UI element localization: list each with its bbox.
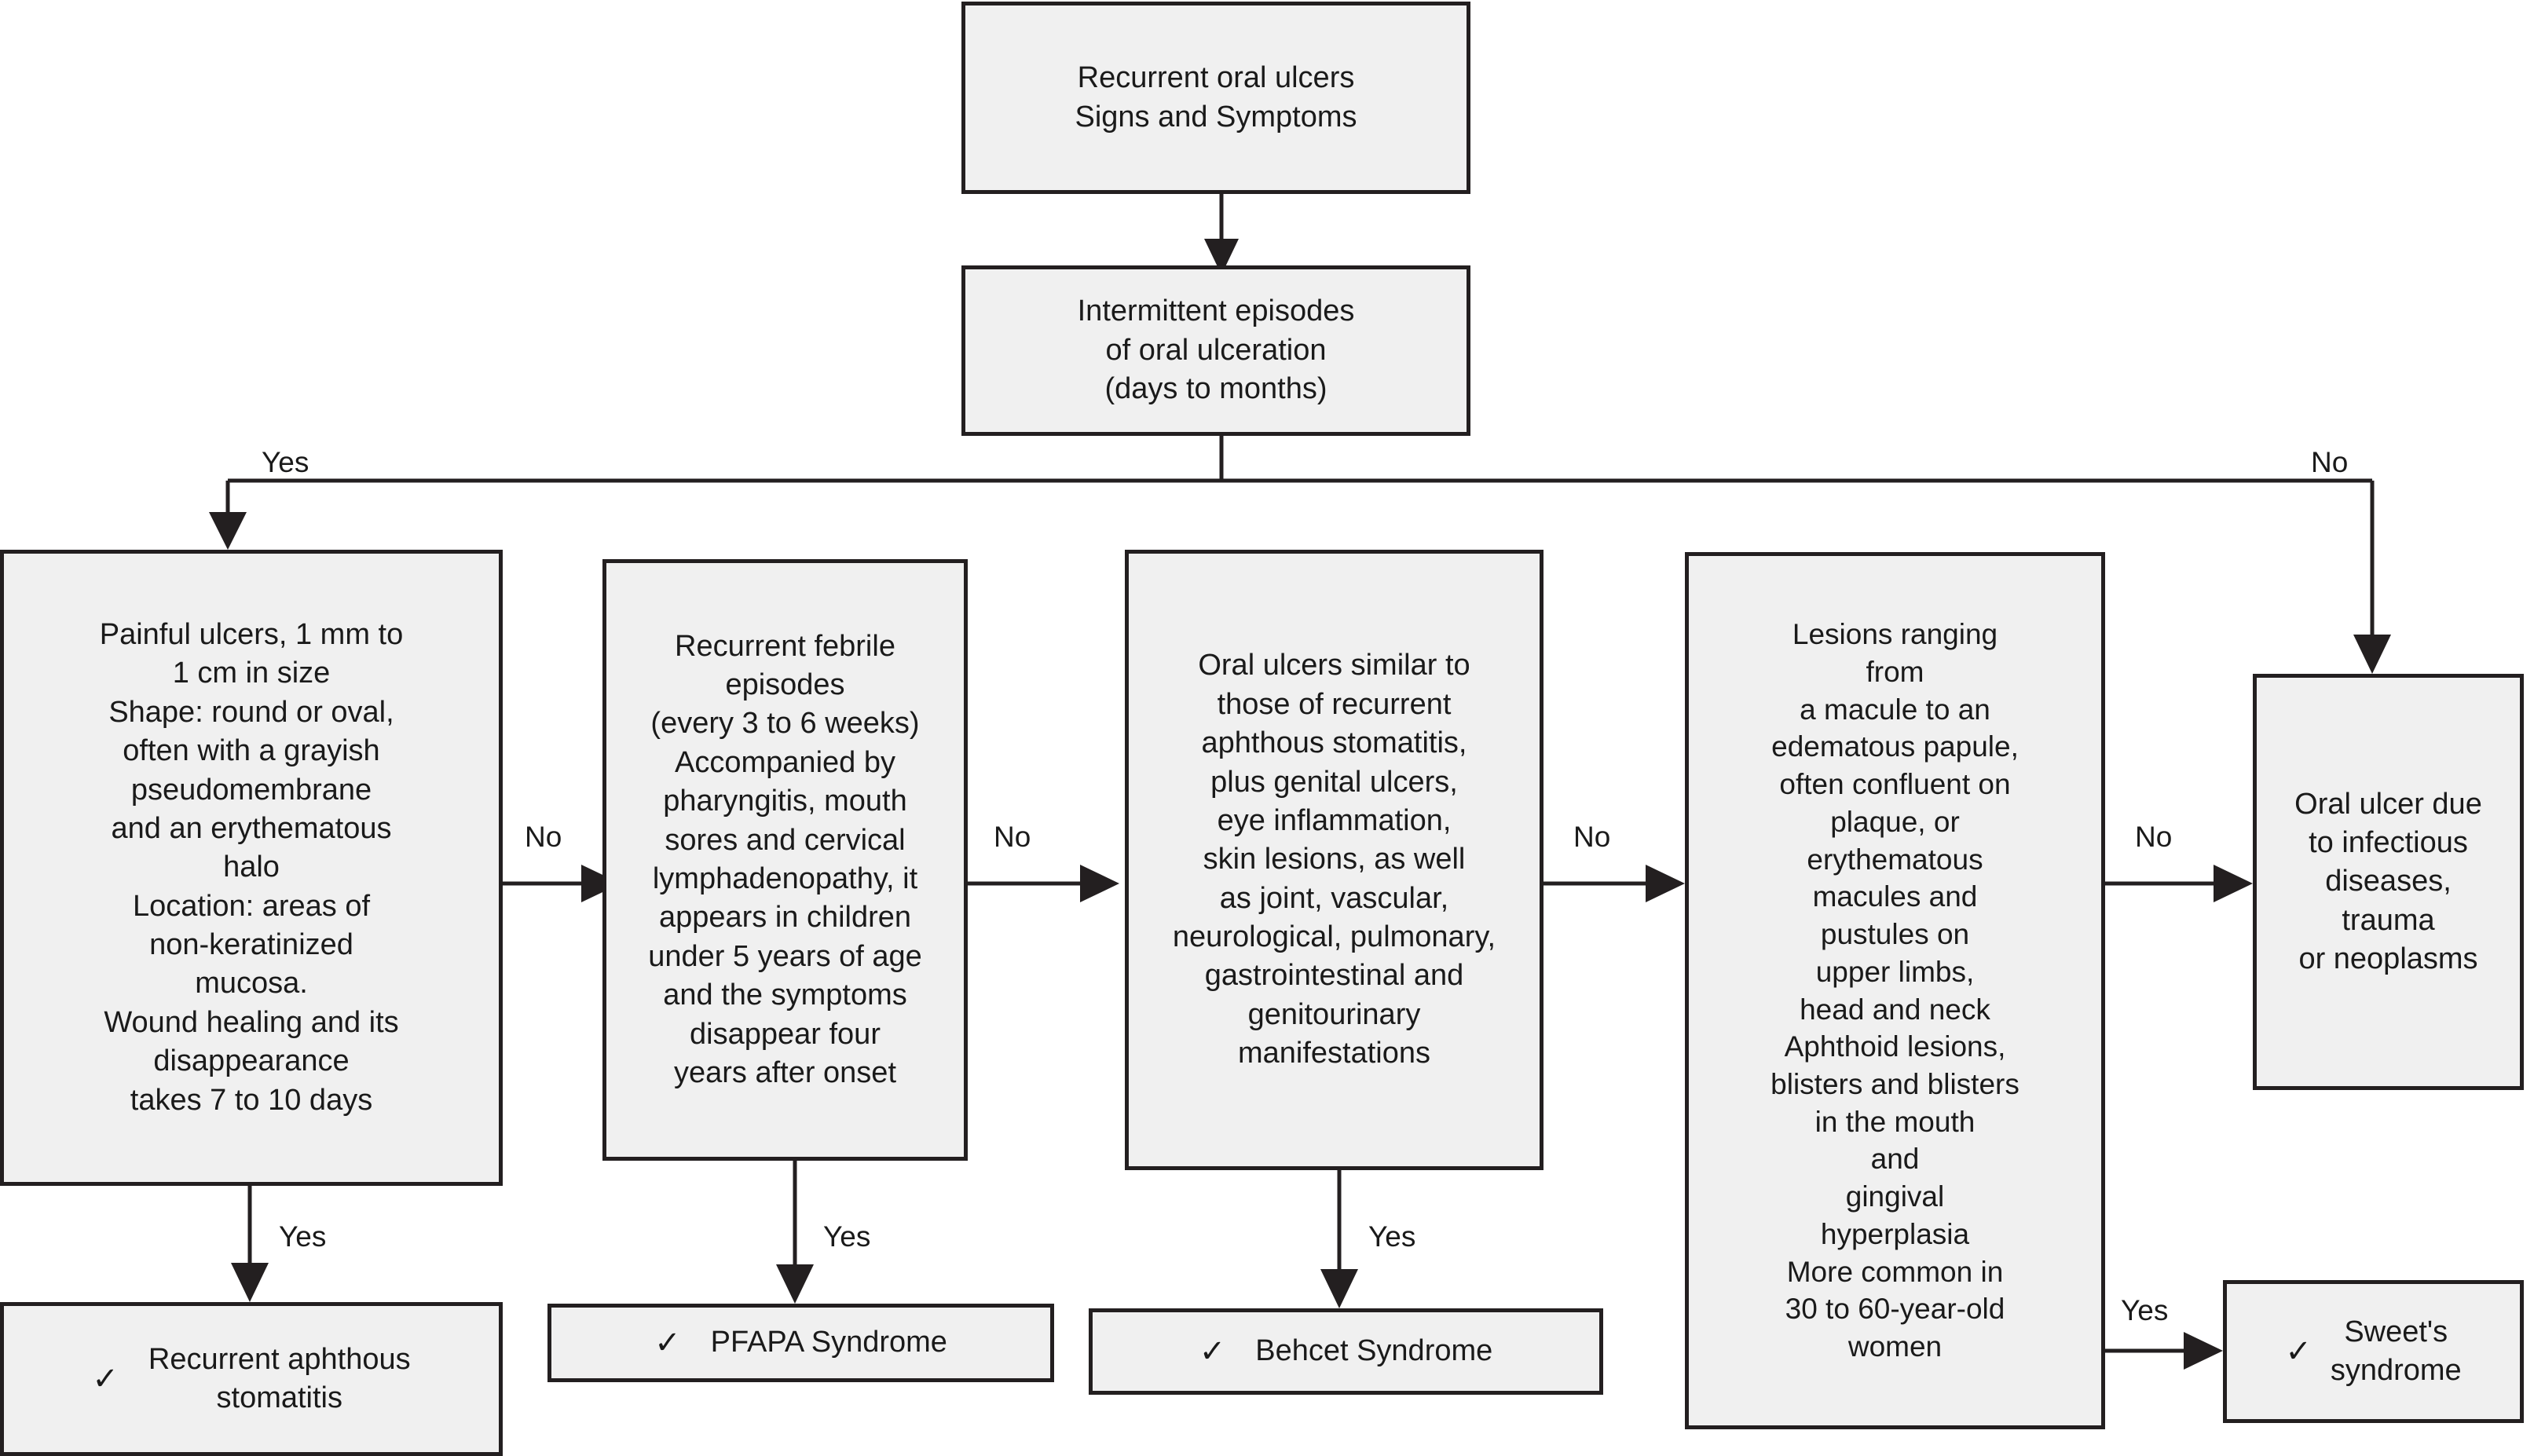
check-icon: ✓	[92, 1362, 119, 1396]
edge-label-yes-ras: Yes	[279, 1220, 327, 1253]
check-icon: ✓	[654, 1325, 681, 1360]
edge-label-branch-no: No	[2311, 446, 2349, 478]
node-sweets-criteria[interactable]: Lesions ranging from a macule to an edem…	[1685, 552, 2105, 1429]
arrowhead-no-4	[2214, 865, 2253, 902]
node-ras-criteria[interactable]: Painful ulcers, 1 mm to 1 cm in size Sha…	[0, 550, 503, 1186]
node-ras-result-text: Recurrent aphthous stomatitis	[148, 1342, 411, 1414]
node-pfapa-result[interactable]: ✓ PFAPA Syndrome	[547, 1304, 1054, 1382]
behcet-result-inner: ✓ Behcet Syndrome	[1104, 1332, 1588, 1370]
edge-label-branch-yes: Yes	[262, 446, 309, 478]
node-intermittent-episodes[interactable]: Intermittent episodes of oral ulceration…	[961, 265, 1470, 436]
edge-label-no-1: No	[525, 821, 562, 853]
ras-result-inner: ✓ Recurrent aphthous stomatitis	[15, 1341, 488, 1418]
node-behcet-result-text: Behcet Syndrome	[1255, 1334, 1493, 1368]
node-ras-result[interactable]: ✓ Recurrent aphthous stomatitis	[0, 1302, 503, 1456]
node-sweets-result[interactable]: ✓ Sweet's syndrome	[2223, 1280, 2524, 1423]
edge-label-yes-pfapa: Yes	[823, 1220, 871, 1253]
arrowhead-no-infectious	[2353, 635, 2391, 674]
arrowhead-no-2	[1080, 865, 1119, 902]
arrowhead-yes-pfapa-result	[776, 1264, 814, 1304]
node-ras-criteria-text: Painful ulcers, 1 mm to 1 cm in size Sha…	[99, 617, 404, 1117]
arrowhead-yes-behcet-result	[1320, 1269, 1358, 1308]
check-icon: ✓	[2285, 1334, 2312, 1369]
node-infectious[interactable]: Oral ulcer due to infectious diseases, t…	[2253, 674, 2524, 1090]
edge-label-yes-behcet: Yes	[1368, 1220, 1416, 1253]
node-start[interactable]: Recurrent oral ulcers Signs and Symptoms	[961, 2, 1470, 194]
node-pfapa-criteria-text: Recurrent febrile episodes (every 3 to 6…	[648, 629, 922, 1089]
node-behcet-criteria[interactable]: Oral ulcers similar to those of recurren…	[1125, 550, 1543, 1170]
node-behcet-result[interactable]: ✓ Behcet Syndrome	[1089, 1308, 1603, 1395]
node-sweets-result-text: Sweet's syndrome	[2330, 1315, 2462, 1387]
node-start-text: Recurrent oral ulcers Signs and Symptoms	[1075, 61, 1357, 134]
node-intermittent-episodes-text: Intermittent episodes of oral ulceration…	[1077, 294, 1355, 406]
arrowhead-no-3	[1646, 865, 1685, 902]
node-pfapa-criteria[interactable]: Recurrent febrile episodes (every 3 to 6…	[602, 559, 968, 1161]
pfapa-result-inner: ✓ PFAPA Syndrome	[562, 1323, 1039, 1362]
check-icon: ✓	[1199, 1333, 1226, 1369]
node-behcet-criteria-text: Oral ulcers similar to those of recurren…	[1172, 649, 1496, 1070]
edge-label-yes-sweets: Yes	[2121, 1294, 2169, 1326]
edge-label-no-3: No	[1573, 821, 1611, 853]
sweets-result-inner: ✓ Sweet's syndrome	[2238, 1313, 2509, 1391]
node-pfapa-result-text: PFAPA Syndrome	[710, 1326, 947, 1359]
edge-label-no-2: No	[994, 821, 1031, 853]
arrowhead-yes-ras-result	[231, 1263, 269, 1302]
node-infectious-text: Oral ulcer due to infectious diseases, t…	[2294, 787, 2482, 976]
edge-label-no-4: No	[2135, 821, 2173, 853]
arrowhead-yes-sweets-result	[2184, 1332, 2223, 1370]
arrowhead-yes-ras	[209, 512, 247, 550]
node-sweets-criteria-text: Lesions ranging from a macule to an edem…	[1771, 618, 2020, 1363]
